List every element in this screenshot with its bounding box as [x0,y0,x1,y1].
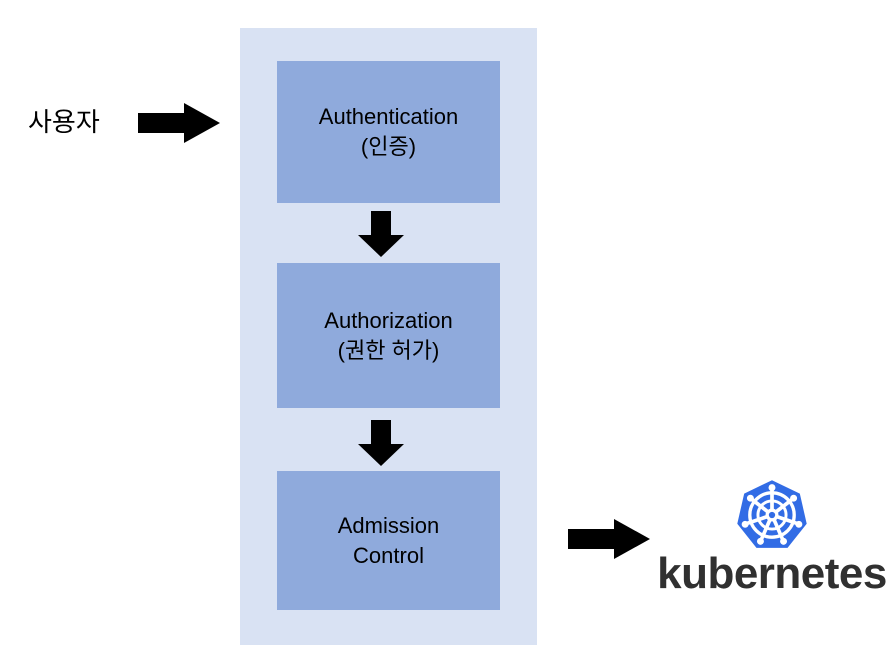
api-request-pipeline-container: Authentication (인증) Authorization (권한 허가… [240,28,537,645]
pipeline-stage-label: Authentication (인증) [318,104,459,159]
arrow-head [184,103,220,143]
pipeline-stage-label: Admission Control [337,512,440,568]
pipeline-stage-authorization[interactable]: Authorization (권한 허가) [277,263,500,408]
actor-label-user: 사용자 [28,107,100,137]
arrow-shaft [371,420,391,446]
kubernetes-wordmark: kubernetes [657,549,887,598]
pipeline-stage-label: Authorization (권한 허가) [324,307,453,363]
pipeline-stage-admission-control[interactable]: Admission Control [277,471,500,610]
kubernetes-helm-icon [737,480,807,548]
arrow-head [614,519,650,559]
pipeline-stage-authentication[interactable]: Authentication (인증) [277,61,500,203]
arrow-shaft [371,211,391,237]
arrow-authentication-to-authorization-icon [358,211,404,257]
arrow-user-to-pipeline-icon [138,103,220,143]
arrow-pipeline-to-kubernetes-icon [568,519,650,559]
arrow-head [358,444,404,466]
arrow-shaft [568,529,616,549]
kubernetes-logo: kubernetes [653,478,891,598]
arrow-authorization-to-admission-control-icon [358,420,404,466]
arrow-shaft [138,113,186,133]
arrow-head [358,235,404,257]
